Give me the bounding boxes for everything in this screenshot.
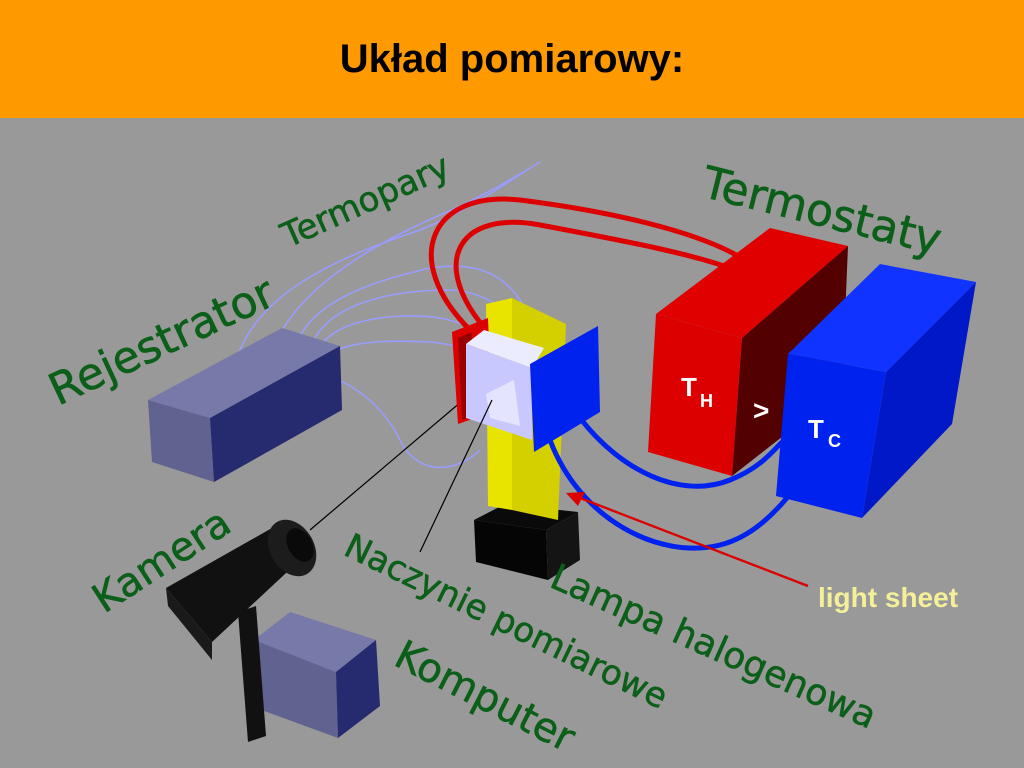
komputer-box — [254, 612, 380, 738]
measurement-cell — [419, 318, 600, 553]
hot-hoses — [428, 196, 750, 332]
camera — [166, 389, 476, 742]
t-hot-symbol: T — [681, 372, 697, 402]
greater-than-sign: > — [753, 395, 769, 426]
t-cold-subscript: C — [828, 431, 841, 451]
t-hot-subscript: H — [700, 391, 713, 411]
label-termopary: Termopary — [274, 147, 455, 257]
cold-thermostat: T C — [776, 264, 976, 518]
slide-title: Układ pomiarowy: — [339, 36, 685, 81]
diagram-canvas: T H > T C Termopary Termostaty Rejestrat… — [41, 146, 976, 762]
t-cold-symbol: T — [808, 414, 824, 444]
label-light-sheet: light sheet — [818, 582, 958, 613]
rejestrator-box — [148, 328, 342, 482]
apparatus-diagram: T H > T C Termopary Termostaty Rejestrat… — [0, 118, 1024, 768]
light-sheet-pointer — [566, 492, 809, 588]
title-bar: Układ pomiarowy: — [0, 0, 1024, 118]
